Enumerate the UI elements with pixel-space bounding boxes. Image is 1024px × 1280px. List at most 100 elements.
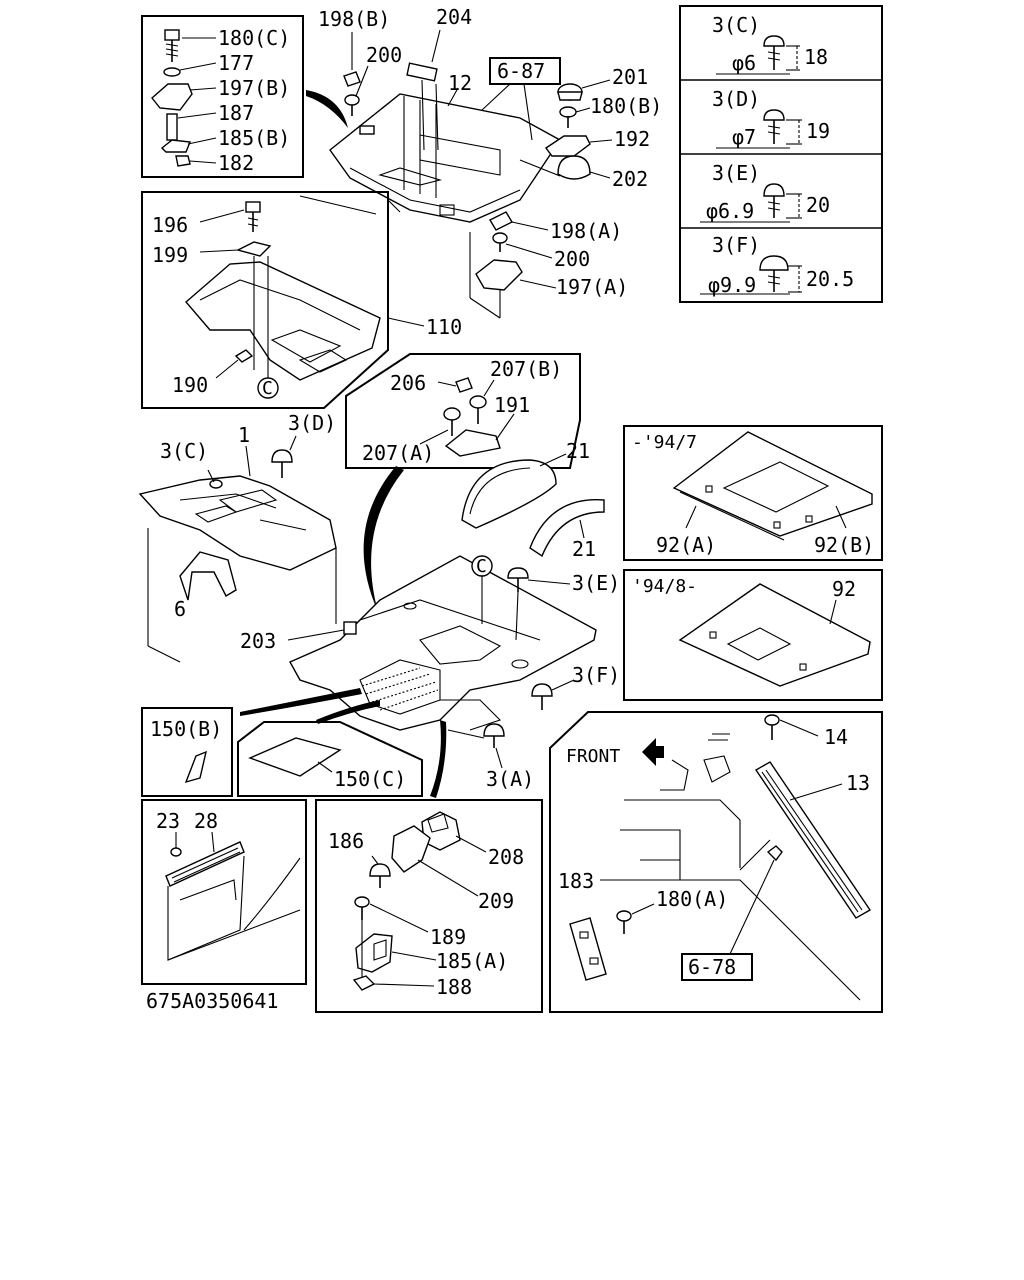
clip-3d-mid-icon: [271, 449, 293, 478]
inset-186-208: 186 208 209 189 185(A) 188: [315, 799, 543, 1013]
label-182: 182: [218, 151, 254, 175]
ref-6-78: 6-78: [688, 955, 736, 979]
side-rail-13-icon: [754, 761, 872, 919]
inset-panel-94-8: '94/8- 92: [623, 569, 883, 701]
bracket-197b-icon: [151, 83, 193, 111]
cover-21-lower-icon: [529, 499, 605, 558]
label-197a: 197(A): [556, 275, 628, 299]
bolt-207b-icon: [469, 395, 487, 424]
label-196: 196: [152, 213, 188, 237]
rear-floor-panel: [329, 93, 562, 223]
label-197b: 197(B): [218, 76, 290, 100]
clip-199-icon: [236, 241, 272, 257]
clip-198a-icon: [489, 211, 513, 231]
callout-c-1: [257, 377, 279, 399]
spec-3c-len: 18: [804, 45, 828, 69]
label-192: 192: [614, 127, 650, 151]
bracket-6-icon: [179, 551, 237, 601]
label-150b: 150(B): [150, 717, 222, 741]
nut-188-icon: [352, 975, 376, 991]
pointer-arc-4: [316, 700, 380, 724]
label-209: 209: [478, 889, 514, 913]
date-label-94-7: -'94/7: [632, 432, 697, 453]
label-3a: 3(A): [486, 767, 534, 791]
block-203-icon: [343, 621, 357, 635]
bracket-191-icon: [444, 429, 501, 457]
label-180c: 180(C): [218, 26, 290, 50]
label-186: 186: [328, 829, 364, 853]
label-21-lower: 21: [572, 537, 596, 561]
spec-3f-name: 3(F): [712, 233, 760, 257]
ref-box-6-78: [681, 953, 753, 981]
screw-14-icon: [764, 714, 780, 740]
label-185a: 185(A): [436, 949, 508, 973]
spec-3d-name: 3(D): [712, 87, 760, 111]
clip-3e-icon: [763, 183, 785, 197]
spec-row-3f: 3(F) 20.5 φ9.9: [700, 233, 854, 297]
label-28: 28: [194, 809, 218, 833]
label-3e-mid: 3(E): [572, 571, 620, 595]
label-180b: 180(B): [590, 94, 662, 118]
label-110: 110: [426, 315, 462, 339]
label-183: 183: [558, 869, 594, 893]
spec-3e-len: 20: [806, 193, 830, 217]
spec-3c-name: 3(C): [712, 13, 760, 37]
inset-150b: 150(B): [141, 707, 233, 797]
inset-150c: 150(C): [237, 721, 423, 797]
screw-180a-icon: [616, 910, 632, 934]
block-204-icon: [406, 62, 438, 82]
clip-192-icon: [544, 135, 591, 157]
mat-150c-icon: [248, 737, 342, 777]
cap-201-icon: [557, 83, 583, 101]
label-1: 1: [238, 423, 250, 447]
clip-3d-icon: [763, 109, 785, 121]
label-3f-mid: 3(F): [572, 663, 620, 687]
label-198b: 198(B): [318, 7, 390, 31]
clip-3e-mid-icon: [507, 567, 529, 592]
pointer-arc-3: [240, 688, 362, 716]
spec-3d-len: 19: [806, 119, 830, 143]
label-199: 199: [152, 243, 188, 267]
pointer-arc-2: [363, 466, 404, 612]
label-92a: 92(A): [656, 533, 716, 557]
scuff-plate-28-icon: [165, 841, 245, 887]
label-13: 13: [846, 771, 870, 795]
screw-200b-icon: [492, 232, 508, 252]
clip-190-icon: [234, 349, 254, 363]
label-3c-mid: 3(C): [160, 439, 208, 463]
inset-assembly-110: 196 199 190 C 110: [141, 191, 462, 409]
inset-23-28: 23 28: [141, 799, 307, 985]
screw-200a-icon: [344, 94, 360, 116]
bolt-180c-icon: [164, 29, 180, 62]
clip-206-icon: [455, 377, 473, 393]
ref-box-6-87: [489, 57, 561, 85]
clip-3f-mid-icon: [531, 683, 553, 710]
plate-185b-icon: [160, 139, 191, 153]
label-3d-mid: 3(D): [288, 411, 336, 435]
screw-23-icon: [170, 847, 182, 857]
bolt-207a-icon: [443, 407, 461, 436]
spec-3d-dia: φ7: [732, 125, 756, 149]
pointer-arc-5: [430, 720, 447, 798]
inset-bracket-207: 206 207(B) 191 207(A): [345, 353, 581, 469]
spec-row-3d: 3(D) 19 φ7: [712, 87, 830, 149]
label-200-mid: 200: [554, 247, 590, 271]
clip-rail-icon: [766, 845, 783, 862]
spec-row-3e: 3(E) 20 φ6.9: [700, 161, 830, 223]
trim-150b-icon: [184, 750, 207, 784]
leader-panel-to-110: [299, 195, 377, 215]
clip-186-icon: [369, 863, 391, 888]
label-150c: 150(C): [334, 767, 406, 791]
bolt-196-icon: [245, 201, 261, 232]
nut-182-icon: [175, 155, 191, 167]
clip-198b-icon: [343, 71, 361, 87]
front-label: FRONT: [566, 746, 620, 767]
label-200-top: 200: [366, 43, 402, 67]
spec-3e-dia: φ6.9: [706, 199, 754, 223]
label-201: 201: [612, 65, 648, 89]
ref-6-87: 6-87: [497, 59, 545, 83]
label-6: 6: [174, 597, 186, 621]
label-198a: 198(A): [550, 219, 622, 243]
label-23: 23: [156, 809, 180, 833]
